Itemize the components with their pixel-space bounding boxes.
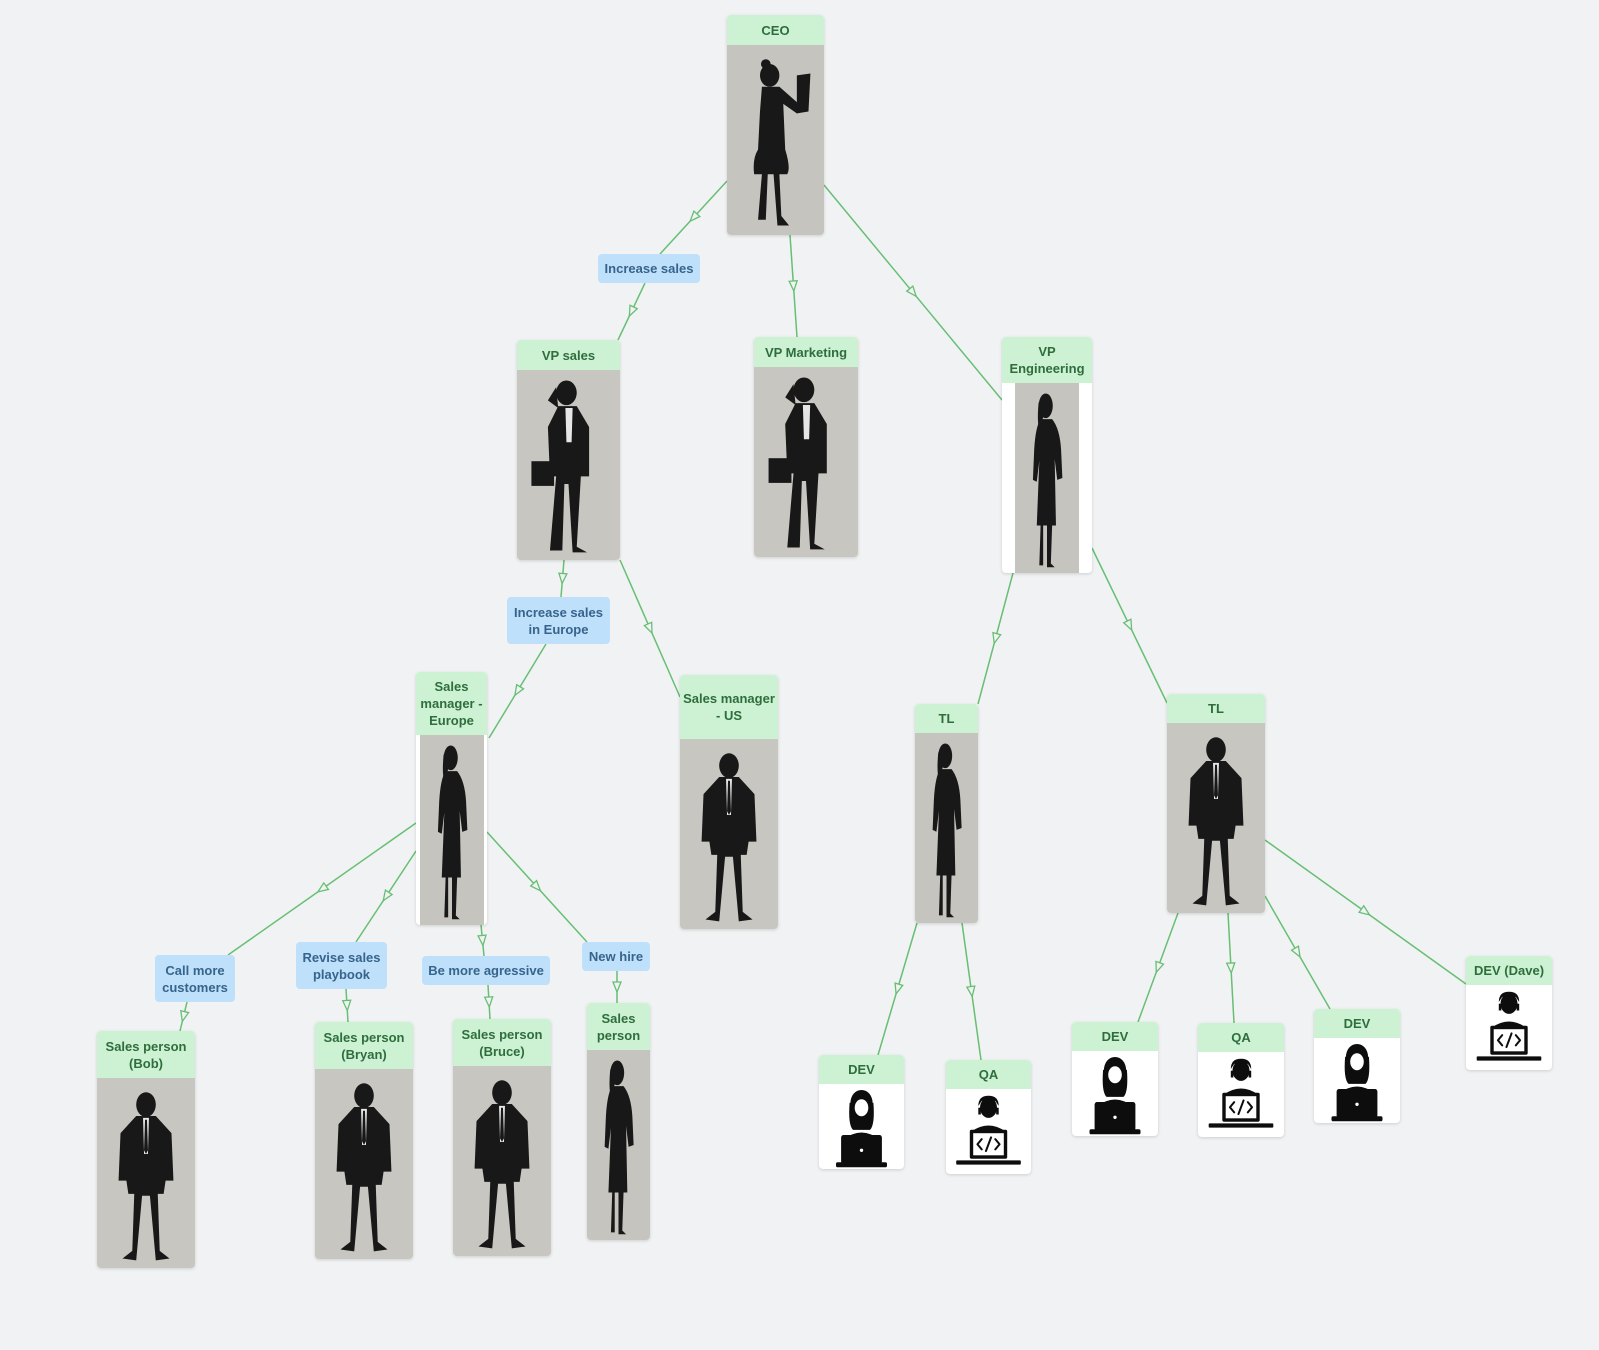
connector-arrowhead xyxy=(343,1000,351,1010)
node-dev-a[interactable]: DEV xyxy=(819,1055,904,1169)
action-call-more-customers[interactable]: Call more customers xyxy=(155,955,235,1002)
man-briefcase-silhouette-image xyxy=(517,370,620,560)
node-tl-right[interactable]: TL xyxy=(1167,694,1265,913)
node-title: VP sales xyxy=(517,340,620,370)
woman-standing-silhouette-image xyxy=(1015,383,1079,573)
connector-arrowhead xyxy=(1227,963,1235,973)
node-vp-marketing[interactable]: VP Marketing xyxy=(754,337,858,557)
connector-arrowhead xyxy=(383,890,392,901)
connector-arrowhead xyxy=(181,1011,189,1022)
connector-arrowhead xyxy=(993,633,1001,644)
node-title: VP Marketing xyxy=(754,337,858,367)
node-qa-a[interactable]: QA xyxy=(946,1060,1031,1174)
woman-standing-silhouette-image xyxy=(915,733,978,923)
node-sales-person-bob[interactable]: Sales person (Bob) xyxy=(97,1031,195,1268)
female-laptop-icon xyxy=(1314,1038,1400,1123)
man-standing-silhouette-image xyxy=(680,739,778,929)
action-increase-sales[interactable]: Increase sales xyxy=(598,254,700,283)
node-sales-person-bryan[interactable]: Sales person (Bryan) xyxy=(315,1022,413,1259)
connector-arrowhead xyxy=(478,935,486,945)
connector-arrowhead xyxy=(644,622,652,633)
man-standing-silhouette-image xyxy=(97,1078,195,1268)
node-sales-manager-us[interactable]: Sales manager - US xyxy=(680,675,778,929)
woman-standing-silhouette-image xyxy=(587,1050,650,1240)
node-qa-b[interactable]: QA xyxy=(1198,1023,1284,1137)
male-coder-icon xyxy=(1466,985,1552,1070)
female-laptop-icon xyxy=(1072,1051,1158,1136)
connector-arrowhead xyxy=(318,883,328,892)
node-dev-c[interactable]: DEV xyxy=(1314,1009,1400,1123)
connector-arrowhead xyxy=(515,685,524,696)
node-title: Sales person xyxy=(587,1003,650,1050)
node-title: CEO xyxy=(727,15,824,45)
node-tl-left[interactable]: TL xyxy=(915,704,978,923)
connector-arrowhead xyxy=(613,982,621,992)
male-coder-icon xyxy=(946,1089,1031,1174)
action-increase-sales-europe[interactable]: Increase sales in Europe xyxy=(507,597,610,644)
node-ceo[interactable]: CEO xyxy=(727,15,824,235)
node-vp-sales[interactable]: VP sales xyxy=(517,340,620,560)
connector-arrowhead xyxy=(485,997,493,1007)
connector-arrowhead xyxy=(1124,619,1132,630)
man-standing-silhouette-image xyxy=(1167,723,1265,913)
female-laptop-icon xyxy=(819,1084,904,1169)
node-dev-b[interactable]: DEV xyxy=(1072,1022,1158,1136)
male-coder-icon xyxy=(1198,1052,1284,1137)
node-title: Sales person (Bob) xyxy=(97,1031,195,1078)
man-standing-silhouette-image xyxy=(453,1066,551,1256)
action-revise-sales-playbook[interactable]: Revise sales playbook xyxy=(296,942,387,989)
woman-standing-silhouette-image xyxy=(420,735,484,925)
man-standing-silhouette-image xyxy=(315,1069,413,1259)
node-title: QA xyxy=(946,1060,1031,1089)
connector-arrowhead xyxy=(1156,961,1164,972)
connector-arrowhead xyxy=(1359,906,1369,915)
woman-reading-silhouette-image xyxy=(727,45,824,235)
action-be-more-agressive[interactable]: Be more agressive xyxy=(422,956,550,985)
node-title: DEV xyxy=(1072,1022,1158,1051)
node-sales-person-new[interactable]: Sales person xyxy=(587,1003,650,1240)
node-sales-person-bruce[interactable]: Sales person (Bruce) xyxy=(453,1019,551,1256)
connector-arrowhead xyxy=(789,281,797,291)
connector-arrowhead xyxy=(1292,946,1300,957)
connector-arrowhead xyxy=(559,573,567,583)
node-title: DEV xyxy=(1314,1009,1400,1038)
node-title: Sales person (Bruce) xyxy=(453,1019,551,1066)
connector-arrowhead xyxy=(895,983,903,994)
node-vp-engineering[interactable]: VP Engineering xyxy=(1002,337,1092,573)
connector-arrowhead xyxy=(629,305,637,316)
node-title: VP Engineering xyxy=(1002,337,1092,383)
node-title: TL xyxy=(915,704,978,733)
node-title: Sales manager - Europe xyxy=(416,672,487,735)
node-title: QA xyxy=(1198,1023,1284,1052)
node-title: TL xyxy=(1167,694,1265,723)
node-title: Sales manager - US xyxy=(680,675,778,739)
action-new-hire[interactable]: New hire xyxy=(582,942,650,971)
connector-arrowhead xyxy=(967,986,975,996)
man-briefcase-silhouette-image xyxy=(754,367,858,557)
node-title: Sales person (Bryan) xyxy=(315,1022,413,1069)
node-sales-manager-europe[interactable]: Sales manager - Europe xyxy=(416,672,487,925)
node-title: DEV xyxy=(819,1055,904,1084)
node-title: DEV (Dave) xyxy=(1466,956,1552,985)
node-dev-dave[interactable]: DEV (Dave) xyxy=(1466,956,1552,1070)
